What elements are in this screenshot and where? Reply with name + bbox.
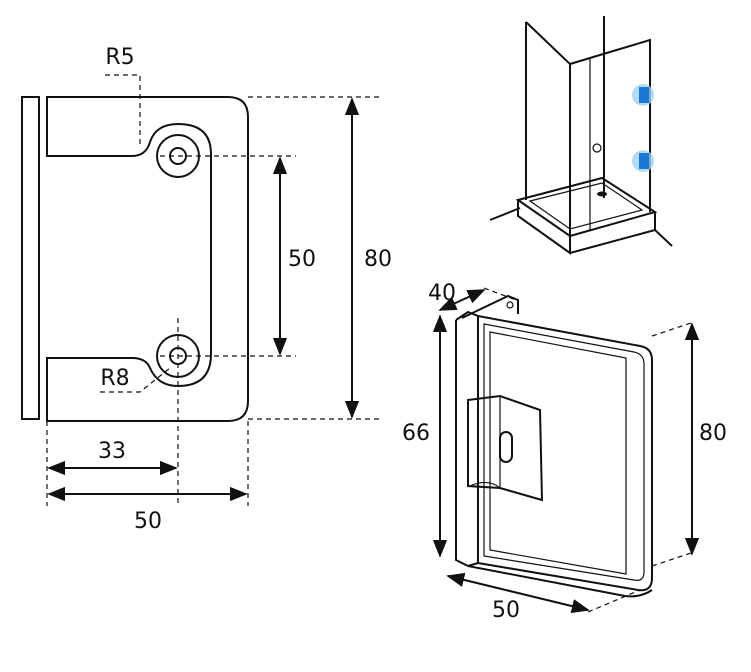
hole-offset-label: 33 [98,439,126,464]
iso-clamp-curve [469,481,501,489]
iso-bottom-edge [467,565,653,598]
panel-front-top [569,38,651,212]
shower-enclosure-illustration [489,16,673,255]
floor-line-right [654,229,673,247]
drain-icon [597,191,607,197]
iso-glass-height-label: 66 [402,421,430,446]
hole-spacing-label: 50 [288,247,316,272]
iso-width-dimension-line [446,572,590,614]
iso-depth-dimension-line [438,289,486,311]
r5-leader [105,74,141,146]
iso-slot-icon [499,431,513,463]
iso-depth-extension [483,287,517,301]
r5-label: R5 [105,45,134,70]
glass-panel-side [21,96,40,420]
panel-side [525,21,571,236]
lower-hinge-marker [639,153,649,169]
iso-front-face-inner [483,323,645,581]
r8-label: R8 [100,366,129,391]
door-knob-icon [592,143,602,153]
front-view: R5 R8 50 80 33 50 [21,45,392,534]
iso-clamp-block [467,394,544,502]
iso-back-edge [455,320,469,567]
height-label: 80 [364,247,392,272]
iso-height-label: 80 [699,421,727,446]
r8-leader [100,367,171,393]
iso-height-top-extension [651,321,695,337]
iso-front-face-inset [489,331,627,575]
iso-screw-icon [506,301,514,309]
hinge-plate-outline [46,96,249,422]
isometric-view: 40 66 80 50 [402,281,727,623]
floor-line-left [489,207,521,221]
upper-hinge-marker [639,87,649,103]
width-label: 50 [134,509,162,534]
iso-depth-label: 40 [428,281,456,306]
iso-width-label: 50 [492,598,520,623]
iso-width-extension [587,589,641,613]
iso-back-plate-top [461,294,519,319]
iso-front-face [477,314,653,592]
tray-inner [528,182,644,230]
iso-height-bottom-extension [651,551,695,567]
tray-front-right [569,212,656,254]
tray-front-left [517,200,571,255]
